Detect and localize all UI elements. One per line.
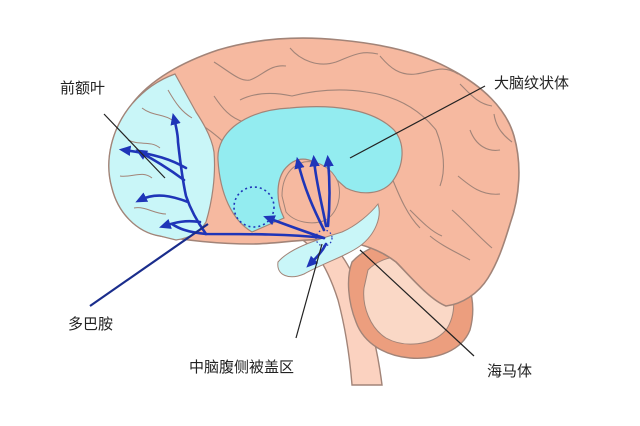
label-prefrontal: 前额叶 <box>60 79 106 97</box>
label-vta: 中脑腹侧被盖区 <box>189 358 295 376</box>
leader-striatum <box>349 85 486 159</box>
nucleus-accumbens <box>233 186 275 228</box>
hippocampus-band <box>277 202 380 278</box>
label-striatum: 大脑纹状体 <box>494 74 570 92</box>
leader-hippocampus <box>359 249 475 357</box>
brainstem <box>298 231 383 386</box>
pathway-to-striatum-3 <box>323 154 334 228</box>
thalamus <box>281 161 340 224</box>
pathway-branch-e <box>159 219 202 229</box>
prefrontal-folds <box>119 89 193 215</box>
label-dopamine: 多巴胺 <box>68 315 114 333</box>
dopamine-pathways <box>118 112 334 268</box>
dopamine-indicator-line <box>89 223 209 307</box>
pathway-to-accumbens <box>263 215 326 240</box>
pathway-to-striatum-1 <box>294 156 326 232</box>
pathway-branch-d <box>118 145 188 170</box>
leader-prefrontal <box>103 113 166 179</box>
pathway-branch-a <box>170 112 208 236</box>
label-hippocampus: 海马体 <box>487 362 533 380</box>
leader-vta <box>295 243 323 339</box>
pathway-to-striatum-2 <box>309 154 328 228</box>
leader-lines <box>103 85 486 357</box>
pathway-to-prefrontal <box>170 222 326 240</box>
pathway-branch-b <box>135 192 190 204</box>
